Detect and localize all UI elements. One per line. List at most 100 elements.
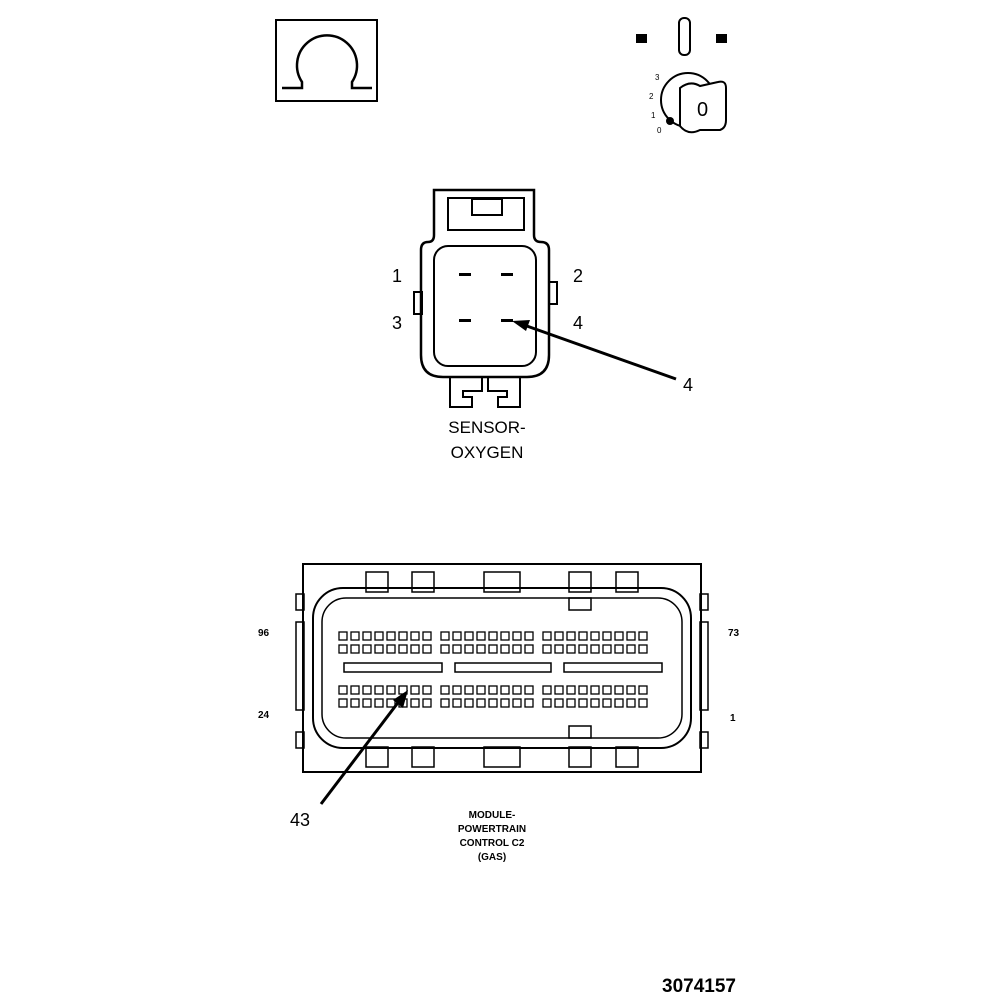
pcm-pin-cavity <box>440 685 450 695</box>
pcm-pin-cavity <box>602 644 612 654</box>
pcm-pin-cavity <box>590 698 600 708</box>
ignition-switch-icon: 3 2 1 0 0 <box>636 17 727 135</box>
pcm-pin-cavity <box>638 631 648 641</box>
o2-title-line2: OXYGEN <box>451 443 524 462</box>
pcm-pin-cavity <box>500 631 510 641</box>
pcm-pin-cavity <box>566 685 576 695</box>
pcm-pin-cavity <box>464 644 474 654</box>
pcm-pin-cavity <box>362 698 372 708</box>
pcm-pin-cavity <box>500 644 510 654</box>
pcm-pin-cavity <box>554 698 564 708</box>
pcm-pin-cavity <box>602 631 612 641</box>
pcm-pin-cavity <box>452 685 462 695</box>
pcm-pin-cavity <box>422 644 432 654</box>
pcm-title-line1: MODULE- <box>469 810 516 821</box>
pcm-title-line3: CONTROL C2 <box>460 838 525 849</box>
pcm-pin-cavity <box>422 698 432 708</box>
pcm-pin-cavity <box>566 698 576 708</box>
pcm-pin-24-label: 24 <box>258 710 270 721</box>
pcm-pin-cavity <box>566 644 576 654</box>
pcm-pin-cavity <box>374 698 384 708</box>
pcm-pin-cavity <box>386 644 396 654</box>
pcm-title-line4: (GAS) <box>478 852 506 863</box>
pcm-pin-cavity <box>542 631 552 641</box>
pcm-pin-cavity <box>488 698 498 708</box>
pcm-pin-cavity <box>626 644 636 654</box>
pcm-pin-cavity <box>374 644 384 654</box>
pcm-pin-cavity <box>488 644 498 654</box>
pcm-pin-cavity <box>542 685 552 695</box>
pcm-pin-cavity <box>398 631 408 641</box>
pcm-pin-cavity <box>524 685 534 695</box>
ignition-key-label: 0 <box>697 99 708 121</box>
pcm-pin-cavity <box>554 685 564 695</box>
pcm-pin-cavity <box>524 698 534 708</box>
pcm-title-line2: POWERTRAIN <box>458 824 526 835</box>
pcm-pin-cavity <box>386 698 396 708</box>
o2-pin-4-label: 4 <box>573 313 583 333</box>
pcm-pin-cavity <box>614 685 624 695</box>
pcm-pin-cavity <box>638 644 648 654</box>
ignition-position-0: 0 <box>657 126 662 135</box>
pcm-pin-cavity <box>422 631 432 641</box>
pcm-pin-cavity <box>350 644 360 654</box>
pcm-pin-cavity <box>338 631 348 641</box>
pcm-pin-cavity <box>626 631 636 641</box>
pcm-pin-cavity <box>578 631 588 641</box>
pcm-pin-cavity <box>362 644 372 654</box>
pcm-pin-cavity <box>626 698 636 708</box>
pcm-pin-cavity <box>440 644 450 654</box>
pcm-pin-cavity <box>452 698 462 708</box>
pcm-pin-cavity <box>614 631 624 641</box>
pcm-pin-cavity <box>440 631 450 641</box>
pcm-pin-cavity <box>338 685 348 695</box>
ignition-position-1: 1 <box>651 111 656 120</box>
pcm-pin-cavity <box>338 644 348 654</box>
pcm-pin-cavity <box>476 685 486 695</box>
o2-title-line1: SENSOR- <box>448 418 525 437</box>
pcm-pin-cavity <box>512 685 522 695</box>
pcm-pin-cavity <box>602 685 612 695</box>
pcm-pin-cavity <box>464 685 474 695</box>
pcm-pin-cavity <box>488 631 498 641</box>
pcm-pin-cavity <box>452 631 462 641</box>
pcm-pin-cavity <box>350 698 360 708</box>
pcm-pin-cavity <box>566 631 576 641</box>
pcm-pin-cavity <box>626 685 636 695</box>
pcm-pin-cavity <box>542 698 552 708</box>
pcm-pin-cavity <box>500 698 510 708</box>
oxygen-sensor-connector: 1 2 3 4 4 SENSOR- OXYGEN <box>392 188 693 462</box>
o2-callout-label: 4 <box>683 375 693 395</box>
pcm-pin-cavity <box>578 685 588 695</box>
figure-number: 3074157 <box>662 976 736 997</box>
pcm-pin-cavity <box>578 698 588 708</box>
pcm-callout-label: 43 <box>290 810 310 830</box>
pcm-pin-cavity <box>590 685 600 695</box>
pcm-pin-cavity <box>638 685 648 695</box>
pcm-pin-cavity <box>452 644 462 654</box>
pcm-pin-cavity <box>338 698 348 708</box>
omega-icon <box>282 34 372 90</box>
pcm-pin-cavity <box>476 631 486 641</box>
pcm-pin-1-label: 1 <box>730 713 736 724</box>
pcm-pin-cavity <box>422 685 432 695</box>
pcm-pin-grid <box>338 631 648 708</box>
pcm-pin-cavity <box>524 631 534 641</box>
pcm-pin-cavity <box>602 698 612 708</box>
pcm-callout-arrow <box>319 699 402 805</box>
pcm-pin-cavity <box>512 644 522 654</box>
pcm-pin-73-label: 73 <box>728 628 740 639</box>
pcm-pin-cavity <box>500 685 510 695</box>
pcm-pin-cavity <box>590 644 600 654</box>
ignition-position-2: 2 <box>649 92 654 101</box>
pcm-pin-cavity <box>374 631 384 641</box>
pcm-pin-cavity <box>398 644 408 654</box>
pcm-pin-cavity <box>512 698 522 708</box>
pcm-pin-cavity <box>386 685 396 695</box>
ohmmeter-symbol <box>275 19 378 102</box>
pcm-pin-cavity <box>374 685 384 695</box>
pcm-pin-cavity <box>350 685 360 695</box>
pcm-pin-cavity <box>476 698 486 708</box>
o2-pin-2-label: 2 <box>573 266 583 286</box>
